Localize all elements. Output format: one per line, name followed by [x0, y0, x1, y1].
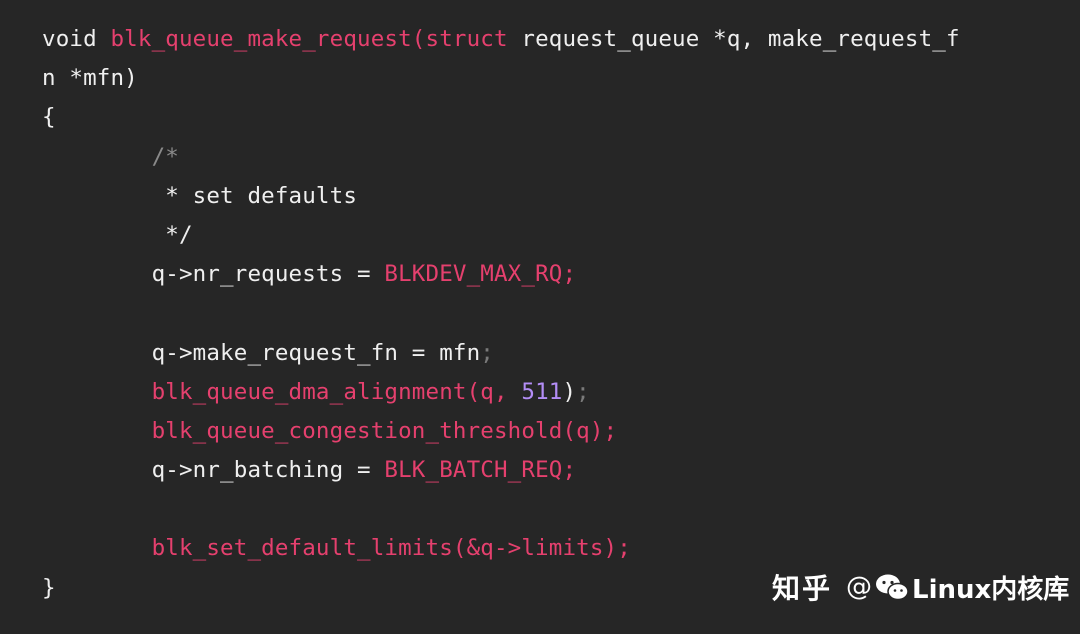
code-token: BLK_BATCH_REQ;: [384, 457, 577, 484]
watermark-account-name: Linux内核库: [912, 574, 1070, 605]
code-line: void blk_queue_make_request(struct reque…: [42, 20, 1052, 59]
code-token: request_queue *q, make_request_f: [507, 26, 960, 52]
code-token: blk_queue_make_request(struct: [110, 26, 508, 52]
code-line: blk_set_default_limits(&q->limits);: [42, 529, 1052, 568]
watermark-brand: 知乎: [772, 572, 833, 605]
watermark: 知乎 @ Linux内核库: [772, 566, 1072, 608]
code-token: n *mfn): [42, 65, 138, 92]
code-token: BLKDEV_MAX_RQ;: [384, 261, 577, 288]
code-line: [42, 294, 1052, 333]
code-token: blk_queue_dma_alignment(q,: [42, 378, 522, 405]
code-token: q->make_request_fn = mfn: [42, 339, 481, 366]
wechat-icon: [876, 574, 909, 601]
code-block: void blk_queue_make_request(struct reque…: [42, 20, 1052, 608]
code-line: /*: [42, 138, 1052, 177]
code-token: */: [42, 221, 193, 248]
code-token: ;: [480, 339, 494, 366]
code-line: */: [42, 216, 1052, 255]
code-token: ;: [576, 378, 590, 405]
code-token: {: [42, 104, 56, 131]
code-token: q->nr_batching =: [42, 457, 385, 484]
code-token: ): [562, 378, 577, 405]
code-line: q->make_request_fn = mfn;: [42, 334, 1052, 373]
code-line: q->nr_batching = BLK_BATCH_REQ;: [42, 451, 1052, 490]
code-token: void: [42, 26, 111, 52]
code-token: blk_queue_congestion_threshold(q);: [42, 417, 618, 444]
code-token: }: [42, 574, 56, 601]
code-line: [42, 490, 1052, 529]
code-line: n *mfn): [42, 59, 1052, 98]
code-token: /*: [42, 143, 179, 170]
code-line: }: [42, 569, 1052, 608]
code-token: 511: [521, 378, 563, 405]
code-line: {: [42, 98, 1052, 137]
code-line: q->nr_requests = BLKDEV_MAX_RQ;: [42, 255, 1052, 294]
code-line: blk_queue_congestion_threshold(q);: [42, 412, 1052, 451]
code-token: q->nr_requests =: [42, 261, 385, 288]
code-line: * set defaults: [42, 177, 1052, 216]
watermark-at-sign: @: [846, 572, 873, 602]
code-token: blk_set_default_limits(&q->limits);: [42, 535, 631, 562]
code-line: blk_queue_dma_alignment(q, 511);: [42, 373, 1052, 412]
code-token: * set defaults: [42, 182, 358, 209]
